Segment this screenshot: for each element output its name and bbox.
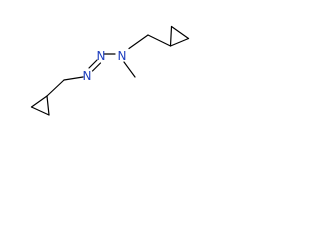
bond-ch2-to-left-ring — [46, 79, 65, 97]
bond-left-ring-3 — [30, 95, 48, 108]
atom-label-n1: N — [118, 49, 127, 63]
structure-canvas: N N N — [0, 0, 216, 144]
bond-right-ring-1 — [170, 25, 190, 40]
bond-n2-n3-a — [88, 59, 98, 69]
bond-right-ring-2 — [169, 37, 190, 47]
atom-label-n3: N — [83, 69, 92, 83]
bond-set — [30, 25, 190, 116]
bond-right-ring-to-ch2 — [147, 34, 172, 47]
bond-right-ring-3 — [169, 25, 173, 47]
bond-left-ring-1 — [46, 95, 50, 116]
molecule-diagram: N N N — [30, 25, 190, 116]
bond-n1-to-methyl — [123, 61, 136, 78]
bond-ch2-to-n1 — [128, 34, 149, 50]
atom-label-n2: N — [97, 49, 106, 63]
bond-n3-to-ch2 — [63, 76, 84, 81]
bond-left-ring-2 — [30, 106, 50, 116]
bond-n2-n3-b — [91, 62, 102, 72]
